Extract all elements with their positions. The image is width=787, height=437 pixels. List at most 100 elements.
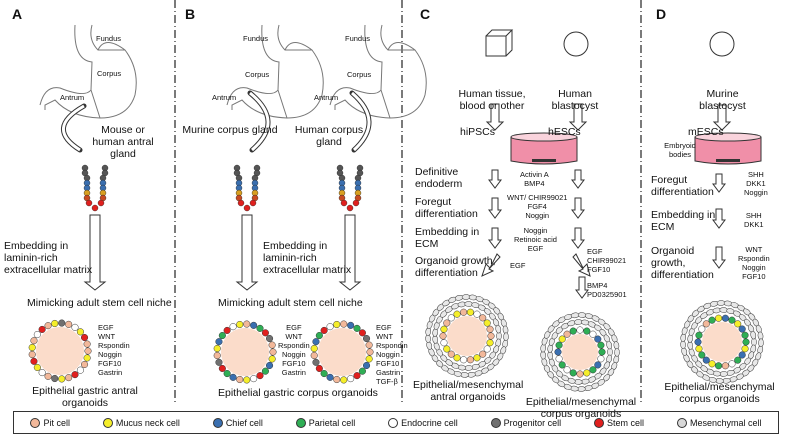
gland-cell — [243, 204, 251, 212]
legend-label: Progenitor cell — [503, 417, 562, 428]
organoid-cell — [333, 320, 341, 329]
factor: Noggin — [376, 350, 400, 359]
gland-cell — [237, 199, 245, 207]
organoid-cell — [80, 360, 89, 369]
factor: WNT — [98, 332, 116, 341]
label-fundus: Fundus — [345, 34, 371, 43]
embed-text: Embedding in laminin-rich extracellular … — [263, 240, 352, 276]
organoid-cell — [473, 310, 481, 318]
factor: Noggin — [281, 350, 306, 359]
organoid-cell — [555, 341, 563, 349]
organoid-cell — [215, 338, 223, 346]
dish-cells — [716, 159, 740, 162]
dish-rim — [510, 132, 578, 142]
organoid-cell — [333, 375, 341, 384]
label-antrum: Antrum — [314, 93, 339, 102]
legend-item: Mucus neck cell — [102, 417, 180, 428]
cube-icon — [485, 29, 514, 57]
organoid-cell — [702, 320, 710, 328]
organoid-cell — [326, 373, 334, 381]
organoid-cell — [483, 345, 491, 353]
factor: EGF — [376, 323, 392, 332]
organoid-cell — [218, 331, 226, 340]
factor: FGF10 — [282, 359, 306, 368]
result-text: Epithelial gastric antral organoids — [32, 385, 138, 409]
organoid-cell — [310, 344, 318, 353]
arrow-down-icon — [712, 104, 732, 131]
organoid-cell — [353, 372, 361, 380]
mesenchymal-cell — [750, 330, 757, 340]
organoid-cell — [447, 314, 455, 322]
organoid-cell — [256, 324, 264, 332]
factor: FGF10 — [98, 359, 122, 368]
organoid-cell — [569, 327, 577, 335]
organoid-cell — [728, 360, 736, 368]
factor: WNT — [285, 332, 303, 341]
source-text: Murine blastocyst — [699, 88, 746, 112]
organoid-lumen — [702, 322, 742, 362]
organoid-cell — [58, 319, 66, 327]
panel-label-c: C — [420, 6, 431, 22]
organoid-cell — [563, 330, 571, 338]
factor: Noggin — [98, 350, 122, 359]
organoid-cell — [440, 325, 448, 333]
organoid-lumen — [318, 328, 366, 376]
organoid-cell — [365, 355, 373, 363]
organoid-cell — [694, 338, 702, 346]
organoid-lumen — [447, 316, 487, 356]
factor: Gastrin — [376, 368, 401, 377]
stomach-outline — [39, 24, 137, 119]
arrow-down-icon — [571, 227, 585, 249]
organoid-cell — [483, 319, 491, 327]
cell-swatch-icon — [30, 417, 41, 428]
embryoid-text: Embryoid bodies — [664, 141, 696, 159]
organoid-cell — [65, 374, 73, 382]
cell-swatch-icon — [490, 417, 501, 428]
step-text: Foregut differentiation — [651, 174, 714, 198]
organoid-cell — [51, 374, 59, 383]
step-text: Organoid growth, differentiation — [651, 245, 714, 281]
organoid-cell — [33, 330, 41, 339]
organoid-cell — [33, 363, 41, 372]
label-fundus: Fundus — [96, 34, 122, 43]
organoid-cell — [362, 334, 371, 343]
organoid-cell — [734, 356, 742, 364]
legend-label: Parietal cell — [308, 417, 356, 428]
label-antrum: Antrum — [60, 93, 85, 102]
step-text: Organoid growth, differentiation — [415, 255, 496, 279]
factors-foregut: WNT/ CHIR99021 FGF4 Noggin — [507, 193, 568, 220]
organoid-cell — [213, 344, 221, 353]
organoid-cell — [563, 366, 571, 374]
mesenchymal-cell — [758, 338, 764, 348]
organoid-cell — [473, 354, 481, 362]
legend-label: Pit cell — [43, 417, 70, 428]
factors-foregut: SHH DKK1 Noggin — [744, 170, 768, 197]
legend-item: Pit cell — [30, 417, 70, 428]
organoid-cell — [30, 357, 38, 365]
organoid-cell — [721, 314, 729, 322]
organoid-cell — [569, 369, 577, 377]
organoid-cell — [320, 370, 328, 378]
step-text: Definitive endoderm — [415, 166, 463, 190]
organoid-cell — [76, 328, 84, 336]
organoid-cell — [358, 367, 366, 375]
organoid-cell — [256, 372, 264, 380]
arrow-down-icon — [571, 197, 585, 219]
culture-dish-icon — [510, 137, 578, 165]
organoid-cell — [229, 323, 237, 331]
organoid-cell — [28, 343, 36, 352]
organoid-cell — [250, 321, 258, 329]
mesenchymal-cell — [614, 348, 620, 357]
step-text: Embedding in ECM — [651, 209, 716, 233]
factors-endoderm: Activin A BMP4 — [520, 170, 549, 188]
organoid-cell — [236, 375, 244, 384]
label-corpus: Corpus — [347, 70, 372, 79]
cell-swatch-icon — [676, 417, 687, 428]
organoid-cell — [486, 325, 494, 333]
culture-dish-icon — [694, 137, 762, 165]
organoid-cell — [738, 351, 746, 359]
gland-cell — [85, 199, 93, 207]
organoid-cell — [486, 339, 494, 347]
